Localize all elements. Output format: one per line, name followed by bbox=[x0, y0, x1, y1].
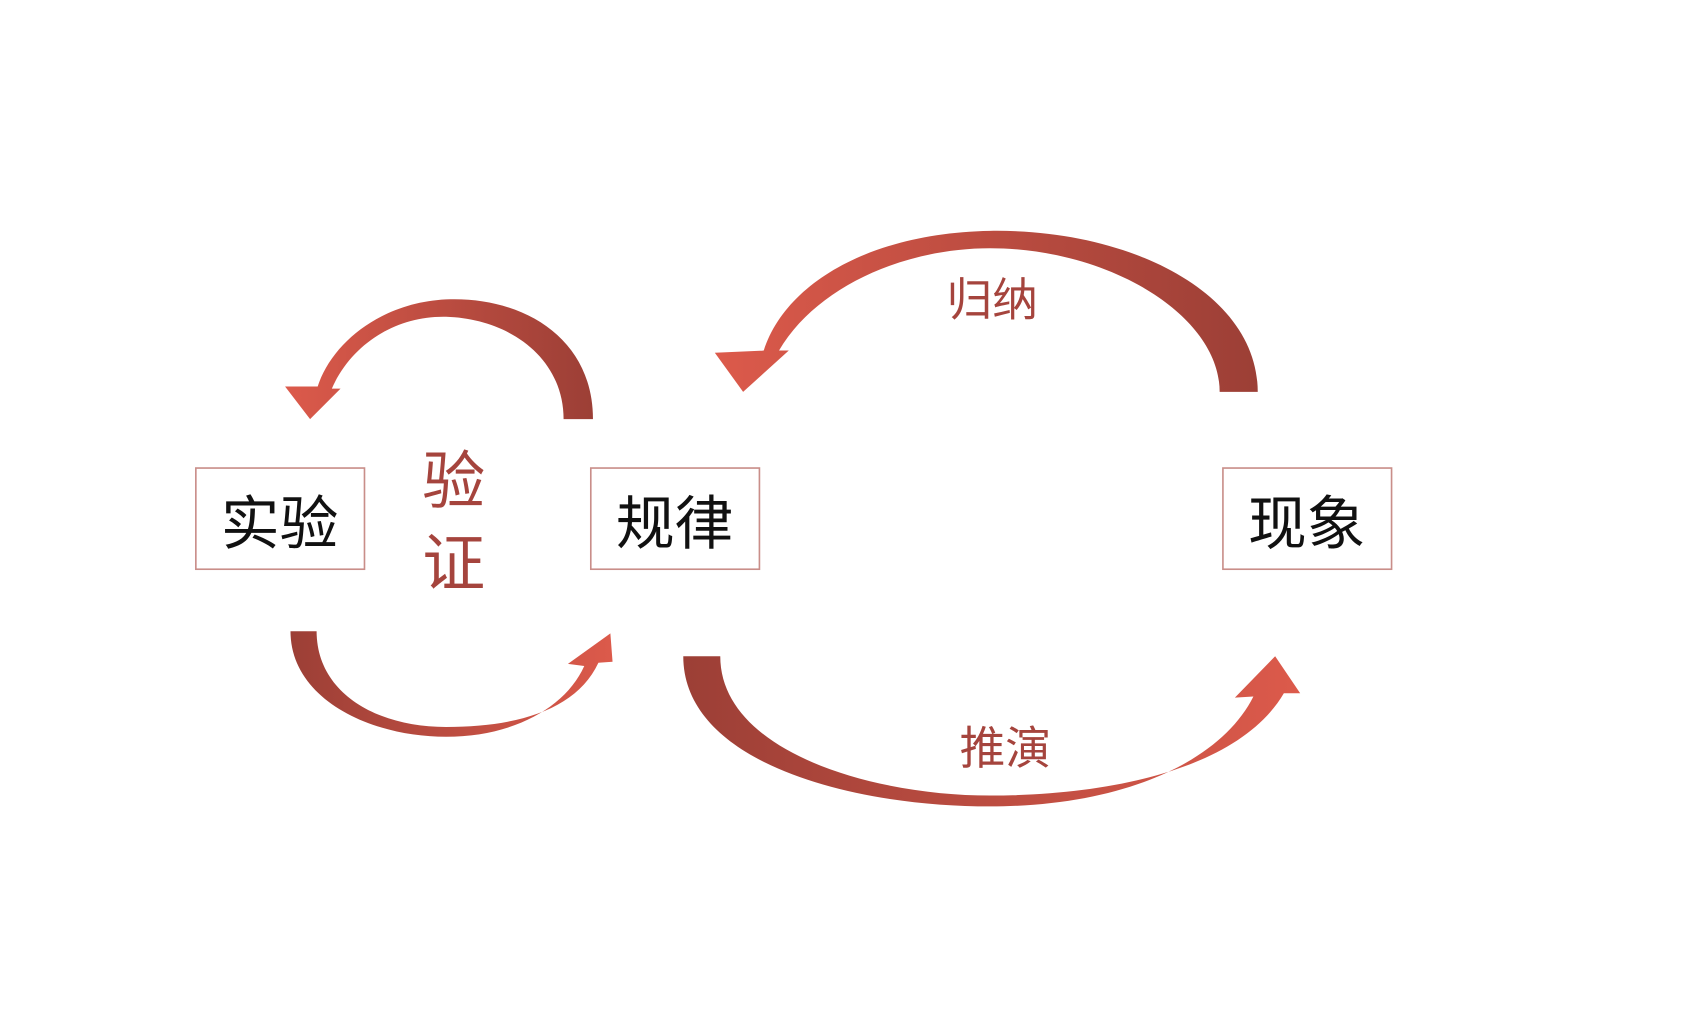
node-law-label: 规律 bbox=[616, 489, 734, 558]
node-experiment-label: 实验 bbox=[221, 489, 339, 558]
deduction-label: 推演 bbox=[960, 722, 1051, 775]
node-phenomenon: 现象 bbox=[1222, 467, 1393, 571]
verify-arrow-top bbox=[285, 299, 593, 420]
verify-label-1: 验 bbox=[422, 444, 485, 518]
induction-arrow bbox=[714, 230, 1258, 392]
induction-label: 归纳 bbox=[947, 274, 1038, 327]
node-law: 规律 bbox=[589, 467, 761, 571]
node-phenomenon-label: 现象 bbox=[1248, 489, 1366, 558]
verify-label-2: 证 bbox=[422, 527, 485, 601]
node-experiment: 实验 bbox=[195, 467, 366, 571]
verify-arrow-bottom bbox=[290, 631, 613, 737]
